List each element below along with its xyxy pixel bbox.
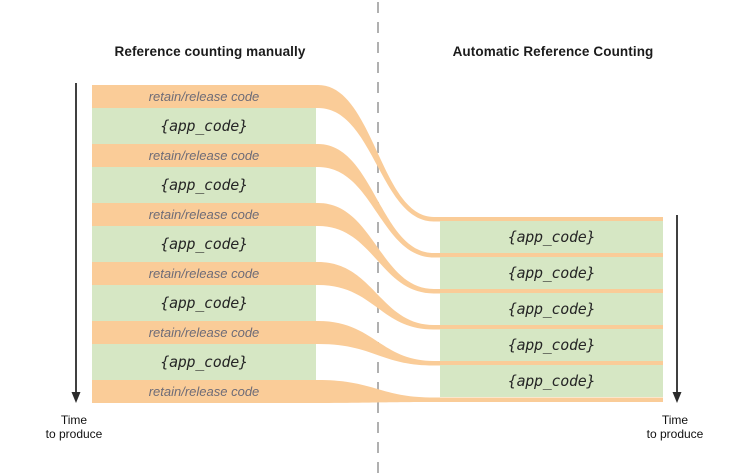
time-label-line1: Time bbox=[661, 413, 689, 427]
retain-release-ribbons bbox=[92, 85, 663, 403]
app-code-band bbox=[440, 293, 663, 325]
app-code-band bbox=[440, 221, 663, 253]
retain-release-ribbon-4 bbox=[92, 262, 663, 330]
right-column-title: Automatic Reference Counting bbox=[452, 44, 654, 59]
app-code-band bbox=[92, 167, 316, 203]
left-column-title: Reference counting manually bbox=[114, 44, 306, 59]
right-app-code-bands bbox=[440, 221, 663, 397]
right-time-axis-arrow bbox=[672, 215, 682, 403]
time-label-line1: Time bbox=[60, 413, 88, 427]
retain-release-ribbon-2 bbox=[92, 144, 663, 258]
retain-release-ribbon-6 bbox=[92, 380, 663, 403]
app-code-band bbox=[440, 329, 663, 361]
time-label-line2: to produce bbox=[646, 427, 704, 441]
left-app-code-bands bbox=[92, 108, 316, 380]
app-code-band bbox=[92, 226, 316, 262]
app-code-band bbox=[92, 344, 316, 380]
retain-release-ribbon-1 bbox=[92, 85, 663, 222]
left-time-axis-label: Time to produce bbox=[14, 413, 134, 441]
time-label-line2: to produce bbox=[45, 427, 103, 441]
app-code-band bbox=[440, 365, 663, 397]
left-time-axis-arrow bbox=[71, 83, 81, 403]
app-code-band bbox=[92, 285, 316, 321]
retain-release-ribbon-3 bbox=[92, 203, 663, 294]
app-code-band bbox=[440, 257, 663, 289]
retain-release-ribbon-5 bbox=[92, 321, 663, 366]
app-code-band bbox=[92, 108, 316, 144]
right-time-axis-label: Time to produce bbox=[615, 413, 735, 441]
